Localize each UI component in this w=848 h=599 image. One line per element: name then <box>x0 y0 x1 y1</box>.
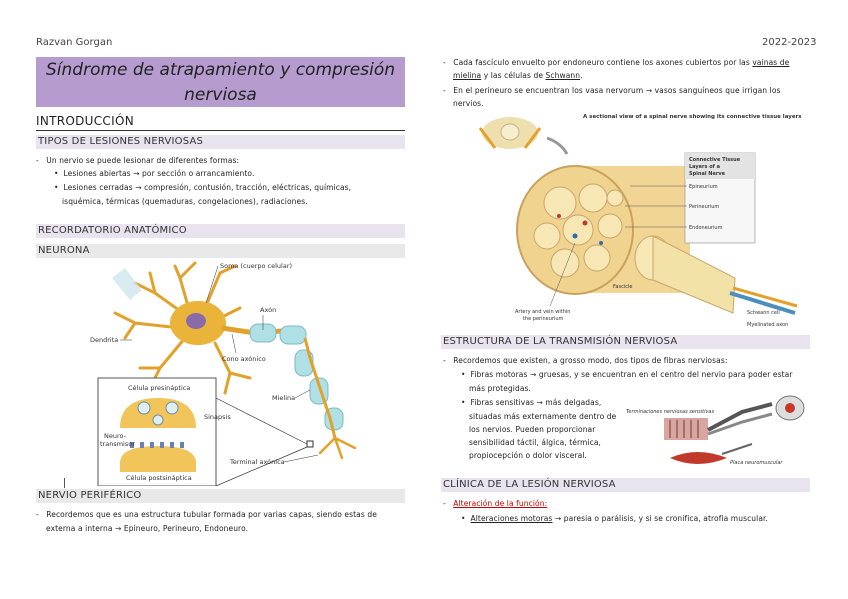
label-myelinated: Myelinated axon <box>747 322 788 328</box>
estructura-bullet-2-cont-4: propiocepción o dolor visceral. <box>469 451 588 460</box>
right-bullet-1-cont: mielina y las células de Schwann. <box>453 71 583 80</box>
clinica-bullet-1: - Alteración de la función: <box>443 499 548 508</box>
nerve-fibers-diagram: Terminaciones nerviosas sensitivas Placa… <box>622 382 808 474</box>
clinica-bullet-2: • Alteraciones motoras → paresia o parál… <box>461 514 769 523</box>
label-sensitive-endings: Terminaciones nerviosas sensitivas <box>626 409 714 415</box>
title-line-2: nerviosa <box>184 85 257 105</box>
label-epineurium: Epineurium <box>689 184 718 190</box>
heading-neurona: NEURONA <box>36 244 405 258</box>
academic-year: 2022-2023 <box>762 37 817 48</box>
estructura-intro: - Recordemos que existen, a grosso modo,… <box>443 356 728 365</box>
label-fascicle: Fascicle <box>613 284 632 290</box>
periferico-line-1: - Recordemos que es una estructura tubul… <box>36 510 377 519</box>
label-artery-2: the perineurium <box>523 316 564 322</box>
label-schwann: Schwann cell <box>747 310 780 316</box>
spinal-nerve-diagram: A sectional view of a spinal nerve showi… <box>478 114 802 328</box>
label-presinaptica: Célula presináptica <box>128 384 190 392</box>
title-box: Síndrome de atrapamiento y compresión ne… <box>36 57 405 107</box>
neuron-diagram: Soma (cuerpo celular) Axón Dendrita Cono… <box>90 261 357 486</box>
box-title-2: Layers of a <box>689 164 720 170</box>
box-title-1: Connective Tissue <box>689 157 741 163</box>
estructura-bullet-2-cont-3: sensibilidad táctil, álgica, térmica, <box>469 438 602 447</box>
nucleus-shape <box>186 313 206 329</box>
label-artery-1: Artery and vein within <box>515 309 570 315</box>
label-cono: Cono axónico <box>222 355 266 363</box>
label-soma: Soma (cuerpo celular) <box>220 262 292 270</box>
label-neuromuscular-plate: Placa neuromuscular <box>730 460 783 466</box>
label-dendrita: Dendrita <box>90 336 118 344</box>
box-title-3: Spinal Nerve <box>689 171 726 177</box>
heading-nervio-periferico: NERVIO PERIFÉRICO <box>36 489 405 503</box>
heading-tipos-lesiones: TIPOS DE LESIONES NERVIOSAS <box>36 135 405 149</box>
section-rule <box>36 130 405 131</box>
label-axon: Axón <box>260 306 276 314</box>
title-line-1: Síndrome de atrapamiento y compresión <box>46 60 395 80</box>
tipos-bullet-2-cont: isquémica, térmicas (quemaduras, congela… <box>62 197 308 206</box>
label-sinapsis: Sinapsis <box>204 413 231 421</box>
heading-recordatorio: RECORDATORIO ANATÓMICO <box>36 224 405 238</box>
estructura-bullet-2-cont-2: los nervios. Pueden proporcionar <box>469 425 596 434</box>
label-endoneurium: Endoneurium <box>689 225 723 231</box>
estructura-bullet-1: • Fibras motoras → gruesas, y se encuent… <box>461 370 793 379</box>
section-introduccion: INTRODUCCIÓN <box>36 114 134 128</box>
tipos-intro: - Un nervio se puede lesionar de diferen… <box>36 156 240 165</box>
label-neuro-2: transmisor <box>100 440 135 448</box>
heading-clinica: CLÍNICA DE LA LESIÓN NERVIOSA <box>441 478 810 492</box>
label-postsinaptica: Célula postsináptica <box>126 474 192 482</box>
heading-estructura: ESTRUCTURA DE LA TRANSMISIÓN NERVIOSA <box>441 335 810 349</box>
right-bullet-1: - Cada fascículo envuelto por endoneuro … <box>443 58 790 67</box>
tipos-bullet-1: • Lesiones abiertas → por sección o arra… <box>54 169 255 178</box>
right-bullet-2: - En el perineuro se encuentran los vasa… <box>443 86 781 95</box>
label-neuro-1: Neuro- <box>104 432 127 440</box>
right-bullet-2-cont: nervios. <box>453 99 484 108</box>
estructura-bullet-2-cont-1: situadas más externamente dentro de <box>469 412 617 421</box>
label-mielina: Mielina <box>272 394 295 402</box>
label-perineurium: Perineurium <box>689 204 719 210</box>
periferico-line-2: externa a interna → Epineuro, Perineuro,… <box>46 524 249 533</box>
label-terminal: Terminal axónica <box>229 458 285 466</box>
estructura-bullet-2: • Fibras sensitivas → más delgadas, <box>461 398 602 407</box>
text-cursor <box>64 478 65 488</box>
author-name: Razvan Gorgan <box>36 37 113 48</box>
tipos-bullet-2: • Lesiones cerradas → compresión, contus… <box>54 183 352 192</box>
estructura-bullet-1-cont: más protegidas. <box>469 384 532 393</box>
nerve-fig-title: A sectional view of a spinal nerve showi… <box>583 114 802 120</box>
